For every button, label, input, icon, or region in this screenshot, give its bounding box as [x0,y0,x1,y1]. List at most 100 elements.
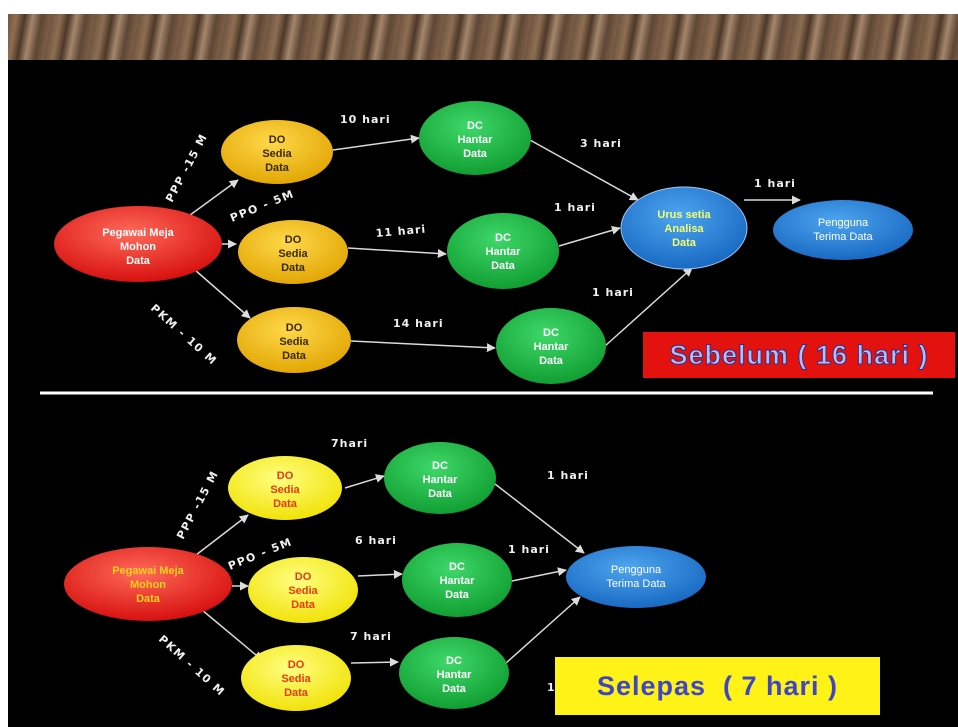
after-send2-line-1: DC [449,561,465,573]
before-send3-line-2: Hantar [534,341,570,353]
before-time-label-prep1: 10 hari [340,113,391,126]
after-arrow-prep1-send1 [344,474,385,489]
before-send3-line-1: DC [543,327,559,339]
before-arrow-source-prep1 [185,179,239,219]
after-send3-line-3: Data [442,683,467,695]
before-prep2-line-1: DO [285,234,302,246]
before-analyse-line-3: Data [672,237,697,249]
before-prep1-line-1: DO [269,134,286,146]
after-prep3-line-1: DO [288,659,305,671]
after-node-prepare-3: DO Sedia Data [241,645,351,711]
before-node-send-3: DC Hantar Data [496,308,606,384]
before-send2-line-1: DC [495,232,511,244]
after-send1-line-2: Hantar [423,474,459,486]
before-arrow-send2-analyse [558,225,621,247]
before-summary-box: Sebelum ( 16 hari ) [643,332,955,378]
after-user-line-2: Terima Data [606,578,666,590]
after-source-line-1: Pegawai Meja [112,565,184,577]
after-node-send-1: DC Hantar Data [384,442,496,514]
before-node-send-2: DC Hantar Data [447,213,559,289]
before-node-user: Pengguna Terima Data [773,200,913,260]
after-time-label-send2: 1 hari [508,543,550,556]
before-send1-line-3: Data [463,148,488,160]
before-prep2-line-2: Sedia [278,248,308,260]
before-source-line-1: Pegawai Meja [102,227,174,239]
before-branch-label-2: PPO - 5M [228,187,296,225]
before-branch-label-1: PPP -15 M [163,131,210,204]
before-time-label-send1: 3 hari [580,137,622,150]
before-user-line-2: Terima Data [813,231,873,243]
before-send3-line-3: Data [539,355,564,367]
before-time-label-send3: 1 hari [592,286,634,299]
before-analyse-line-1: Urus setia [657,209,711,221]
after-time-label-prep3: 7 hari [350,630,392,643]
after-send1-line-3: Data [428,488,453,500]
before-source-line-2: Mohon [120,241,156,253]
after-node-send-2: DC Hantar Data [402,543,512,617]
before-arrows [185,134,801,353]
before-node-prepare-1: DO Sedia Data [221,120,333,184]
before-arrow-prep2-send2 [347,247,447,258]
after-prep2-line-3: Data [291,599,316,611]
after-time-label-prep1: 7hari [331,437,368,450]
before-user-line-1: Pengguna [818,217,869,229]
after-arrow-send3-user [505,596,581,664]
after-source-line-3: Data [136,593,161,605]
before-node-prepare-3: DO Sedia Data [237,307,351,373]
after-prep3-line-3: Data [284,687,309,699]
before-arrow-send3-analyse [604,267,693,347]
before-send1-line-2: Hantar [458,134,494,146]
after-prep1-line-3: Data [273,498,298,510]
before-time-label-prep2: 11 hari [375,223,427,240]
after-user-line-1: Pengguna [611,564,662,576]
after-branch-label-3: PKM - 10 M [156,633,228,699]
before-send2-line-3: Data [491,260,516,272]
after-send2-line-2: Hantar [440,575,476,587]
before-node-send-1: DC Hantar Data [419,101,531,175]
after-send1-line-1: DC [432,460,448,472]
before-time-label-send2: 1 hari [554,201,596,214]
before-summary-text: Sebelum ( 16 hari ) [669,339,929,370]
before-node-prepare-2: DO Sedia Data [238,220,348,284]
before-arrow-prep3-send3 [350,340,496,353]
before-prep1-line-3: Data [265,162,290,174]
after-time-label-prep2: 6 hari [355,534,397,547]
after-arrow-send1-user [494,483,585,554]
after-arrow-prep3-send3 [350,657,399,667]
after-node-prepare-2: DO Sedia Data [248,557,358,623]
after-send2-line-3: Data [445,589,470,601]
after-send3-line-2: Hantar [437,669,473,681]
before-analyse-line-2: Analisa [664,223,704,235]
before-prep3-line-1: DO [286,322,303,334]
after-arrow-send2-user [511,567,567,582]
after-send3-line-1: DC [446,655,462,667]
after-summary-text: Selepas ( 7 hari ) [596,670,839,701]
before-branch-label-3: PKM - 10 M [148,302,220,368]
after-branch-label-1: PPP -15 M [174,468,221,541]
before-arrow-prep1-send1 [332,134,420,151]
after-arrow-source-prep1 [195,514,249,556]
after-prep2-line-1: DO [295,571,312,583]
after-arrow-source-prep3 [201,609,263,661]
after-source-line-2: Mohon [130,579,166,591]
decorative-header-banner [8,14,958,60]
before-send1-line-1: DC [467,120,483,132]
after-prep1-line-1: DO [277,470,294,482]
after-node-source: Pegawai Meja Mohon Data [64,547,232,621]
before-arrow-send1-analyse [529,139,639,201]
after-time-label-send3: 1 [547,681,556,694]
after-node-send-3: DC Hantar Data [399,637,509,709]
before-arrow-source-prep3 [194,269,251,319]
after-node-user: Pengguna Terima Data [566,546,706,608]
before-prep2-line-3: Data [281,262,306,274]
after-node-prepare-1: DO Sedia Data [228,456,342,520]
after-arrow-prep2-send2 [357,569,403,579]
before-time-label-analyse: 1 hari [754,177,796,190]
after-prep1-line-2: Sedia [270,484,300,496]
after-arrows [195,474,585,667]
before-node-analyse: Urus setia Analisa Data [620,186,748,270]
after-summary-box: Selepas ( 7 hari ) [555,657,880,715]
before-node-source: Pegawai Meja Mohon Data [54,206,222,282]
before-prep1-line-2: Sedia [262,148,292,160]
